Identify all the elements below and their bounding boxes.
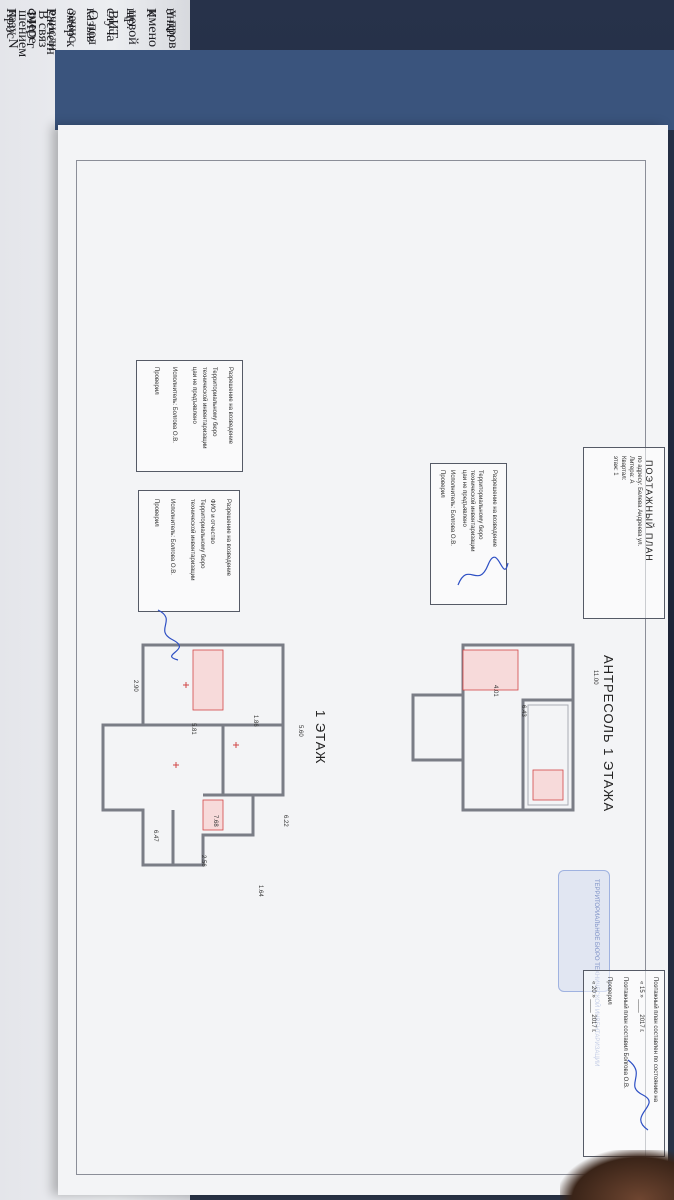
- permit-line-3-2: Территориальному бюро: [199, 499, 205, 569]
- floor-dim-3: 7.68: [212, 815, 218, 827]
- sheet-frame: [76, 160, 646, 1175]
- floor-dim-1: 5.60: [297, 725, 303, 737]
- stamp-line-1: по адресу: Белева Андреева ул.: [636, 456, 642, 547]
- permit-line-3-1: ФИО и отчество: [209, 499, 215, 544]
- permit-stamp-2: Разрешение на возведение Территориальном…: [136, 360, 243, 472]
- floor-title: 1 ЭТАЖ: [313, 710, 328, 765]
- plan-title: ПОЭТАЖНЫЙ ПЛАН: [644, 460, 654, 562]
- signature-1: [457, 556, 509, 586]
- permit-stamp-1: Разрешение на возведение Территориальном…: [430, 463, 507, 605]
- corner-note-2: « 15 » ____ 2017 г.: [638, 981, 644, 1033]
- mezzanine-title: АНТРЕСОЛЬ 1 ЭТАЖА: [601, 655, 616, 813]
- floor-dim-5: 5.81: [190, 723, 196, 735]
- floor-dim-8: 1.64: [257, 885, 263, 897]
- signature-3: [627, 1059, 650, 1131]
- permit-line-3: цаи не предъявлено: [461, 470, 467, 527]
- mezzanine-plan-drawing: [411, 643, 575, 812]
- first-floor-plan-drawing: [101, 643, 285, 867]
- left-line-11: ВИТ: [105, 10, 120, 38]
- permit-line-2-5: Проверил: [153, 367, 159, 395]
- permit-line-2-2: технической инвентаризации: [201, 367, 207, 449]
- title-block: ПОЭТАЖНЫЙ ПЛАН по адресу: Белева Андреев…: [583, 447, 665, 619]
- permit-stamp-3: Разрешение на возведение ФИО и отчество …: [138, 490, 240, 612]
- left-line-9: имено: [145, 10, 160, 48]
- permit-line-2: технической инвентаризации: [469, 470, 475, 552]
- floor-dim-9: 2.90: [132, 680, 138, 692]
- permit-line-4: Исполнитель: Болгова О.В.: [449, 470, 455, 546]
- stamp-line-4: этаж: 1: [612, 456, 618, 476]
- floor-plan-sheet: ПОЭТАЖНЫЙ ПЛАН по адресу: Белева Андреев…: [58, 125, 668, 1195]
- permit-line-1: Территориальному бюро: [477, 470, 483, 540]
- permit-line-2-4: Исполнитель: Болгова О.В.: [171, 367, 177, 443]
- permit-title-3: Разрешение на возведение: [225, 499, 231, 576]
- permit-line-2-3: цаи не предъявлено: [191, 367, 197, 424]
- left-line-10: цевой: [125, 10, 140, 45]
- mezz-dim-3: 4.01: [492, 685, 498, 697]
- left-line-17: у пров: [165, 10, 180, 49]
- folder-flap: [55, 50, 674, 130]
- photo-corner-object: [560, 1150, 674, 1200]
- left-line-18: шением: [15, 10, 30, 58]
- stamp-line-2: Литера: А: [628, 456, 634, 484]
- floor-dim-2: 6.22: [282, 815, 288, 827]
- floor-dim-4: 1.86: [252, 715, 258, 727]
- left-line-19: В связ: [35, 10, 50, 48]
- corner-note-4: Проверил: [606, 977, 612, 1005]
- permit-line-5: Проверил: [439, 470, 445, 498]
- permit-line-3-5: Проверил: [153, 499, 159, 527]
- corner-note-5: « 20 » ____ 2017 г.: [590, 981, 596, 1033]
- mezz-dim-1: 11.00: [592, 670, 598, 685]
- permit-line-3-4: Исполнитель: Болгова О.В.: [169, 499, 175, 575]
- corner-note-box: Поэтажный план составлен по состоянию на…: [583, 970, 665, 1157]
- floor-dim-7: 2.56: [200, 855, 206, 867]
- left-line-13: зачис: [65, 10, 80, 42]
- floor-dim-6: 6.47: [152, 830, 158, 842]
- permit-title-1: Разрешение на возведение: [491, 470, 497, 547]
- permit-title-2: Разрешение на возведение: [227, 367, 233, 444]
- permit-line-3-3: технической инвентаризации: [189, 499, 195, 581]
- mezz-dim-2: 6.43: [520, 705, 526, 717]
- signature-2: [157, 609, 180, 661]
- left-line-12: О пол: [85, 10, 100, 45]
- stamp-line-3: Квартал:: [620, 456, 626, 481]
- permit-line-2-1: Территориальному бюро: [211, 367, 217, 437]
